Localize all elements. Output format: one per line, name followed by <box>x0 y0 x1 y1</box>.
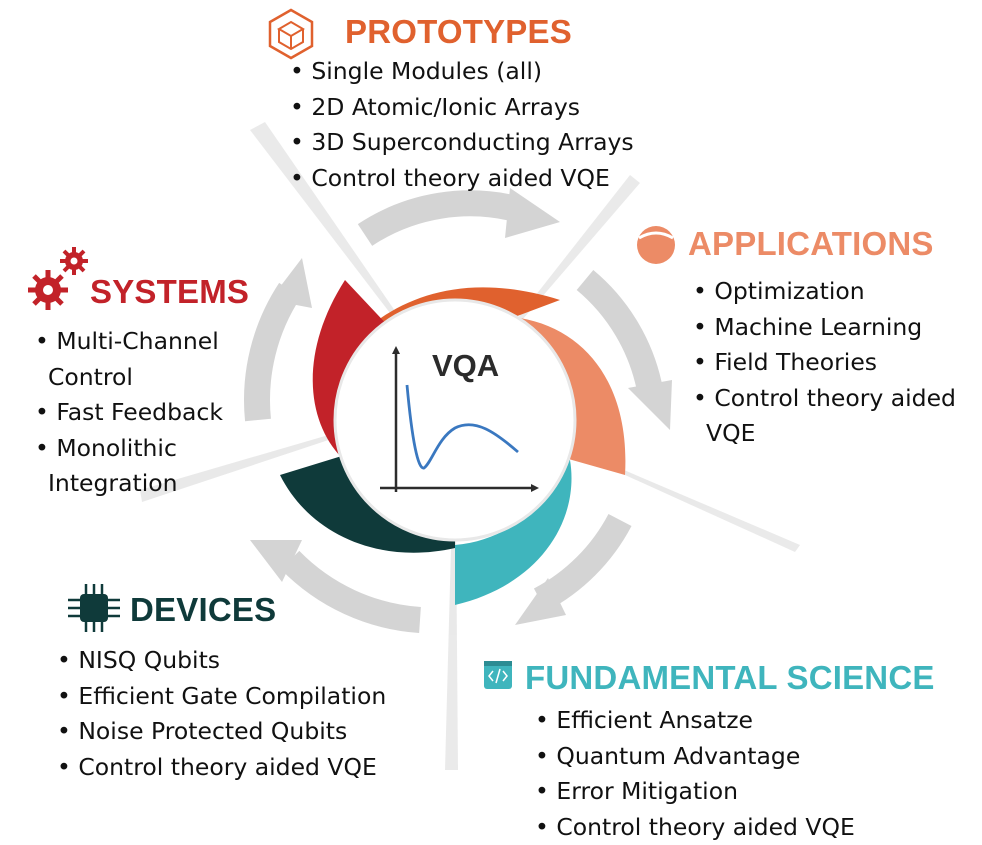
list-item: Machine Learning <box>693 310 968 346</box>
systems-title: SYSTEMS <box>90 274 249 310</box>
list-item: Control theory aided VQE <box>535 810 855 845</box>
list-item: Field Theories <box>693 345 968 381</box>
cube-icon <box>270 10 312 58</box>
list-item: Optimization <box>693 274 968 310</box>
list-item: Noise Protected Qubits <box>57 714 386 750</box>
list-item: Control theory aided VQE <box>57 750 386 786</box>
list-item: 2D Atomic/Ionic Arrays <box>290 90 634 126</box>
list-item: Control theory aided VQE <box>693 381 968 452</box>
list-item: Single Modules (all) <box>290 54 634 90</box>
list-item: Efficient Gate Compilation <box>57 679 386 715</box>
list-item: Fast Feedback <box>35 395 235 431</box>
code-icon <box>484 661 512 689</box>
prototypes-list: Single Modules (all) 2D Atomic/Ionic Arr… <box>290 54 634 196</box>
list-item: 3D Superconducting Arrays <box>290 125 634 161</box>
list-item: Error Mitigation <box>535 774 855 810</box>
list-item: Monolithic Integration <box>35 431 235 502</box>
sphere-icon <box>637 226 675 264</box>
list-item: Quantum Advantage <box>535 739 855 775</box>
prototypes-title: PROTOTYPES <box>345 14 572 50</box>
center-label: VQA <box>432 348 499 384</box>
fundamental-title: FUNDAMENTAL SCIENCE <box>525 660 935 696</box>
chip-icon <box>68 584 120 632</box>
gears-icon <box>28 247 88 310</box>
list-item: Multi-Channel Control <box>35 324 235 395</box>
devices-list: NISQ Qubits Efficient Gate Compilation N… <box>57 643 386 785</box>
list-item: NISQ Qubits <box>57 643 386 679</box>
devices-title: DEVICES <box>130 592 276 628</box>
applications-title: APPLICATIONS <box>688 226 934 262</box>
applications-list: Optimization Machine Learning Field Theo… <box>693 274 968 452</box>
list-item: Control theory aided VQE <box>290 161 634 197</box>
center-circle <box>335 300 575 540</box>
systems-list: Multi-Channel Control Fast Feedback Mono… <box>35 324 235 502</box>
list-item: Efficient Ansatze <box>535 703 855 739</box>
fundamental-list: Efficient Ansatze Quantum Advantage Erro… <box>535 703 855 845</box>
